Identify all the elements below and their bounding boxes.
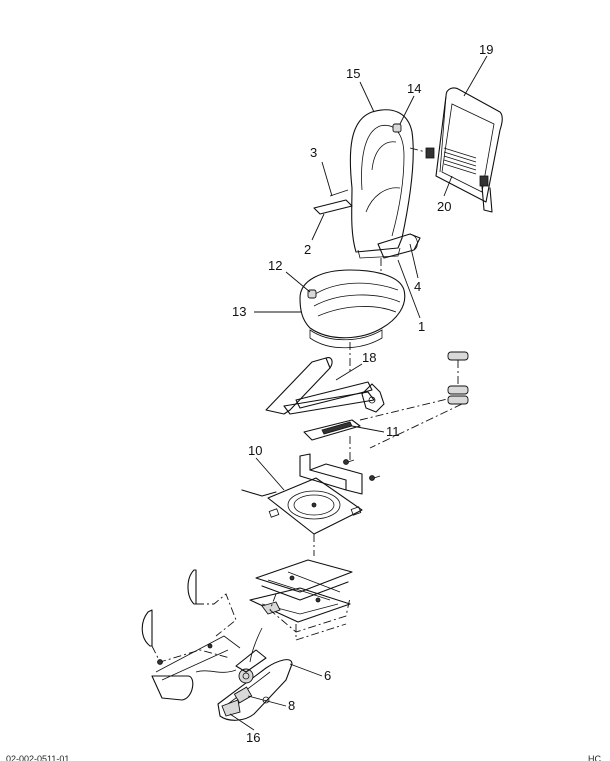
callout-labels: 14 15 19 20 3 2 4 1 12 13 18 11 10 6 8 1… xyxy=(232,42,493,745)
callout-10: 10 xyxy=(248,443,262,458)
callout-1: 1 xyxy=(418,319,425,334)
callout-13: 13 xyxy=(232,304,246,319)
seat-back-assembly xyxy=(313,109,421,274)
link-hardware xyxy=(369,351,469,449)
seat-cushion-assembly xyxy=(299,269,406,372)
figure-code: 02-002-0511-01 xyxy=(6,754,69,761)
back-clip-left xyxy=(425,147,435,159)
callout-11: 11 xyxy=(386,424,400,439)
callout-20: 20 xyxy=(437,199,451,214)
knob-16 xyxy=(221,699,241,717)
suspension-base-assembly xyxy=(249,559,353,663)
seat-frame-assembly xyxy=(265,357,461,460)
callout-3: 3 xyxy=(310,145,317,160)
grille-20 xyxy=(443,147,477,175)
callout-16: 16 xyxy=(246,730,260,745)
knob-8 xyxy=(233,686,253,704)
side-cover-assembly xyxy=(217,649,293,721)
back-panel-assembly xyxy=(409,87,503,213)
callout-14: 14 xyxy=(407,81,421,96)
swivel-plate-assembly xyxy=(241,453,381,556)
callout-2: 2 xyxy=(304,242,311,257)
leader-lines xyxy=(229,55,488,731)
headrest-button xyxy=(392,123,402,133)
series-code: HC xyxy=(588,754,601,761)
callout-18: 18 xyxy=(362,350,376,365)
callout-15: 15 xyxy=(346,66,360,81)
lever-cable-assembly xyxy=(141,569,241,701)
back-clip-right xyxy=(479,175,489,187)
callout-6: 6 xyxy=(324,668,331,683)
callout-4: 4 xyxy=(414,279,421,294)
callout-8: 8 xyxy=(288,698,295,713)
callout-12: 12 xyxy=(268,258,282,273)
callout-19: 19 xyxy=(479,42,493,57)
